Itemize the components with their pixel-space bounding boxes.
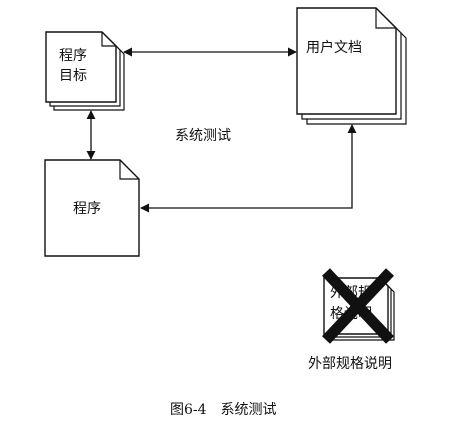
program-target-doc-stack: 程序 目标	[45, 31, 125, 111]
system-test-label: 系统测试	[175, 128, 231, 144]
userdocs-program-connector	[140, 124, 357, 213]
program-target-label-line2: 目标	[59, 68, 87, 84]
user-docs-label: 用户文档	[306, 39, 362, 56]
excluded-cross-icon	[321, 268, 395, 344]
external-spec-caption: 外部规格说明	[308, 356, 392, 372]
user-docs-doc-stack: 用户文档	[296, 7, 407, 125]
program-label: 程序	[73, 201, 101, 217]
program-doc: 程序	[44, 159, 140, 257]
figure-caption: 图6-4 系统测试	[170, 402, 277, 418]
program-target-label-line1: 程序	[59, 48, 87, 64]
